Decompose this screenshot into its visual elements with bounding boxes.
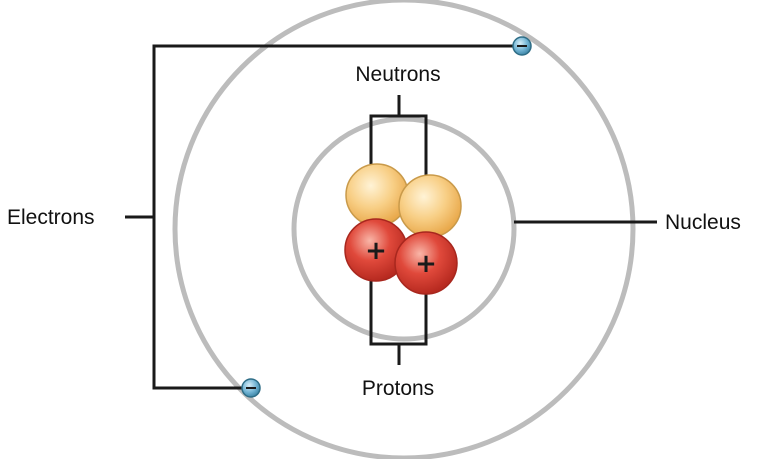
proton-left-sign: + bbox=[365, 236, 387, 266]
electrons-label: Electrons bbox=[7, 206, 95, 229]
nucleus-label: Nucleus bbox=[665, 211, 741, 234]
protons-label: Protons bbox=[362, 377, 434, 400]
neutron-right bbox=[398, 174, 462, 238]
outer-electron-shell bbox=[172, 0, 636, 459]
inner-nucleus-shell bbox=[291, 116, 517, 342]
neutron-left bbox=[345, 163, 409, 227]
neutrons-label: Neutrons bbox=[355, 63, 440, 86]
electrons-leader-line bbox=[152, 44, 520, 390]
proton-right bbox=[394, 231, 458, 295]
proton-right-sign: + bbox=[415, 249, 437, 279]
